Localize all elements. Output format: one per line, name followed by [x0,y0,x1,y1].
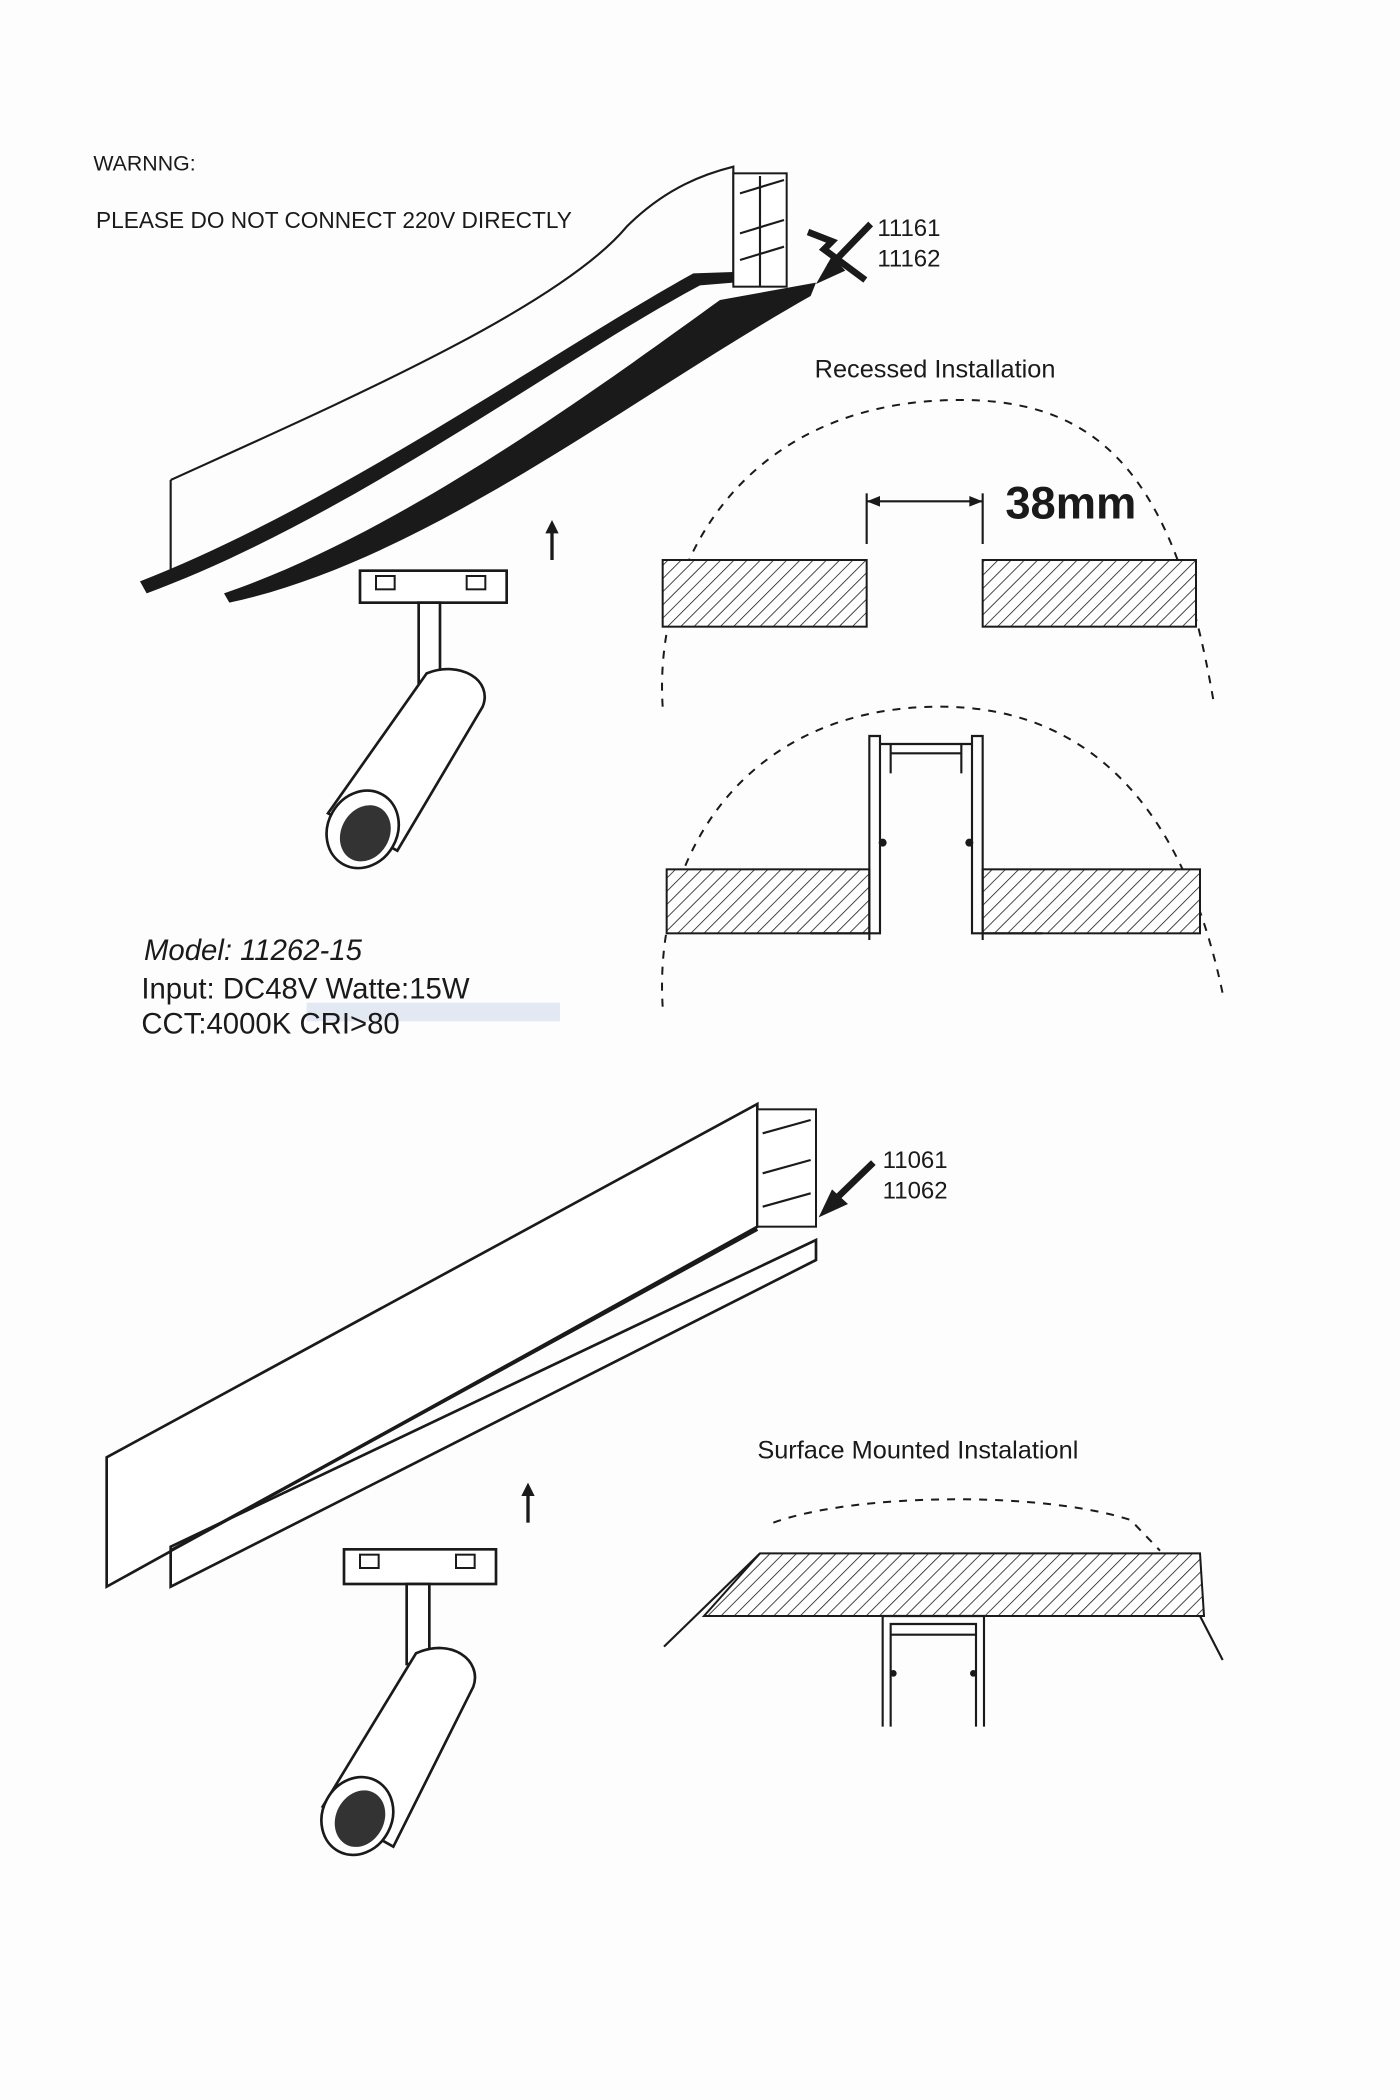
highlight-mark [306,1002,560,1022]
surface-track-illustration [105,1101,818,1589]
spotlight-illustration [325,569,508,870]
arrow-icon [806,221,874,284]
warning-title: WARNNG: [93,152,195,176]
warning-message: PLEASE DO NOT CONNECT 220V DIRECTLY [96,207,572,233]
up-arrow-icon [521,1482,535,1523]
surface-part-number: 11061 [883,1147,948,1174]
arrow-icon [818,1160,876,1218]
recessed-section-title: Recessed Installation [815,355,1056,383]
surface-mounted-section [663,1498,1224,1727]
recessed-cutout-section [661,398,1215,707]
up-arrow-icon [545,520,559,560]
spotlight-illustration [320,1547,498,1857]
recessed-part-number: 11162 [877,246,940,273]
recessed-track-illustration [140,165,816,603]
recessed-part-number: 11161 [877,215,940,242]
model-label: Model: 11262-15 [144,934,363,967]
surface-part-number: 11062 [883,1178,948,1205]
recessed-installed-section [661,705,1225,1007]
input-label: Input: DC48V Watte:15W [141,973,469,1006]
cct-label: CCT:4000K CRI>80 [141,1007,399,1040]
surface-section-title: Surface Mounted Instalationl [757,1437,1078,1465]
gap-dimension-label: 38mm [1005,478,1136,529]
